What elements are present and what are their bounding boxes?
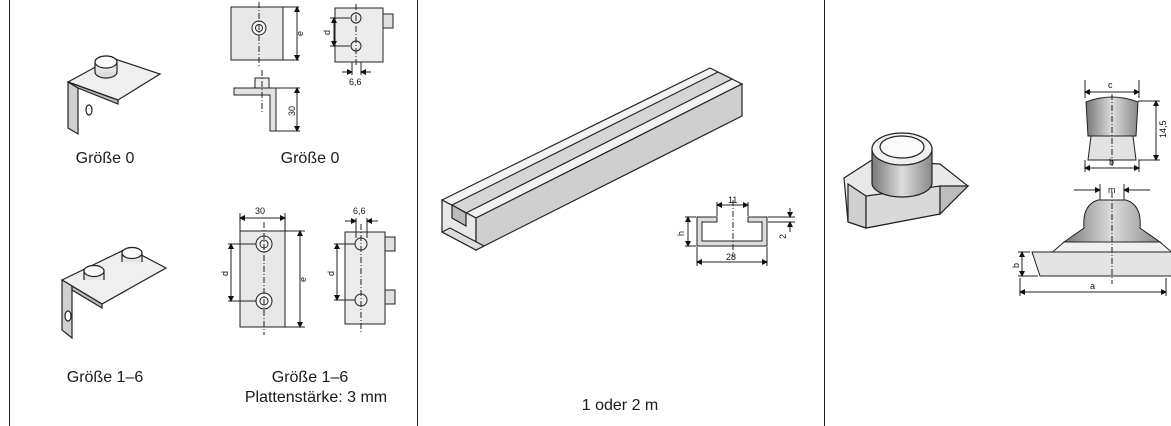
c-rail-iso	[440, 67, 744, 251]
dim-11: 11	[728, 195, 737, 205]
knob-side-view	[1084, 80, 1160, 172]
bracket-large-front	[228, 213, 305, 335]
bracket-small-front	[230, 2, 300, 66]
bracket-small-profile	[233, 70, 300, 132]
divider-2	[824, 0, 825, 426]
caption-small-iso: Größe 0	[75, 150, 135, 167]
bracket-small-iso	[66, 55, 162, 136]
dim-d-large: d	[220, 271, 230, 276]
dim-e-small: e	[295, 31, 305, 36]
caption-plate-thickness: Plattenstärke: 3 mm	[244, 389, 388, 406]
caption-large-iso: Größe 1–6	[66, 369, 144, 386]
dim-e-large: e	[298, 277, 308, 282]
dim-b-top: b	[1109, 157, 1114, 167]
divider-1	[417, 0, 418, 426]
caption-rail-length: 1 oder 2 m	[581, 397, 659, 414]
dim-d-large-side: d	[326, 271, 336, 276]
dim-d-small: d	[322, 30, 332, 35]
dim-66-large: 6,6	[353, 206, 366, 216]
dim-2: 2	[778, 234, 788, 239]
caption-small-views: Größe 0	[280, 150, 340, 167]
caption-large-views: Größe 1–6	[271, 369, 349, 386]
dim-66-small: 6,6	[349, 77, 362, 87]
dim-b-bottom: b	[1011, 263, 1021, 268]
bracket-large-iso	[60, 246, 168, 340]
knob-nut-iso	[843, 132, 970, 229]
c-rail-profile	[685, 200, 795, 266]
dim-a: a	[1090, 281, 1095, 291]
dim-30-large: 30	[255, 206, 265, 216]
dim-c: c	[1108, 80, 1113, 90]
bracket-large-side	[334, 218, 396, 332]
nut-section-view	[1018, 184, 1171, 296]
dim-h: h	[676, 231, 686, 236]
bracket-small-side	[330, 4, 394, 75]
dim-28: 28	[726, 252, 736, 262]
dim-m: m	[1108, 185, 1116, 195]
dim-30-small: 30	[287, 106, 297, 116]
dim-145: 14,5	[1158, 120, 1168, 138]
divider-left	[9, 0, 10, 426]
